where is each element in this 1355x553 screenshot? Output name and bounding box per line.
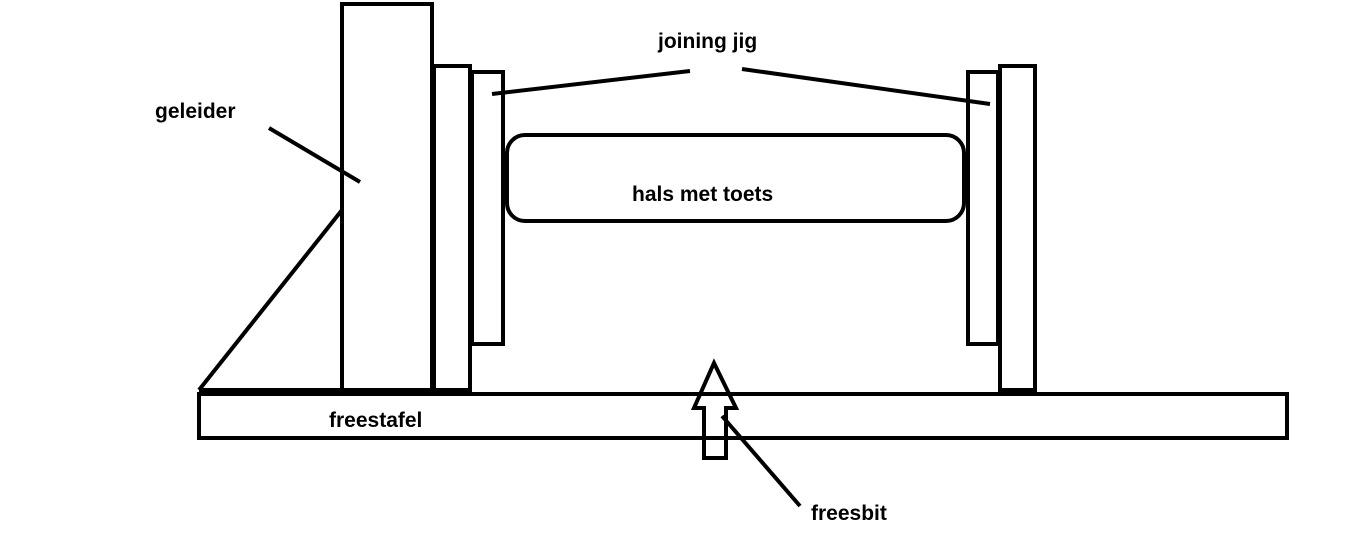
joining-jig-label: joining jig (657, 30, 757, 53)
geleider-label: geleider (155, 100, 236, 123)
joining-jig-pointer-right (741, 67, 991, 106)
freestafel-label: freestafel (329, 409, 422, 432)
jig-right-outer (998, 64, 1037, 392)
geleider-pointer (267, 126, 362, 184)
jig-left-outer (432, 64, 472, 392)
freesbit-label: freesbit (811, 502, 887, 525)
jig-right-inner (966, 70, 1000, 346)
freesbit-pointer (720, 414, 802, 508)
geleider-fence (340, 2, 434, 392)
freesbit-arrow (690, 358, 740, 460)
hals-met-toets-neck (505, 133, 966, 223)
jig-left-inner (470, 70, 505, 346)
joining-jig-pointer-left (491, 69, 691, 96)
fence-brace (197, 208, 344, 392)
hals-met-toets-label: hals met toets (632, 183, 773, 206)
